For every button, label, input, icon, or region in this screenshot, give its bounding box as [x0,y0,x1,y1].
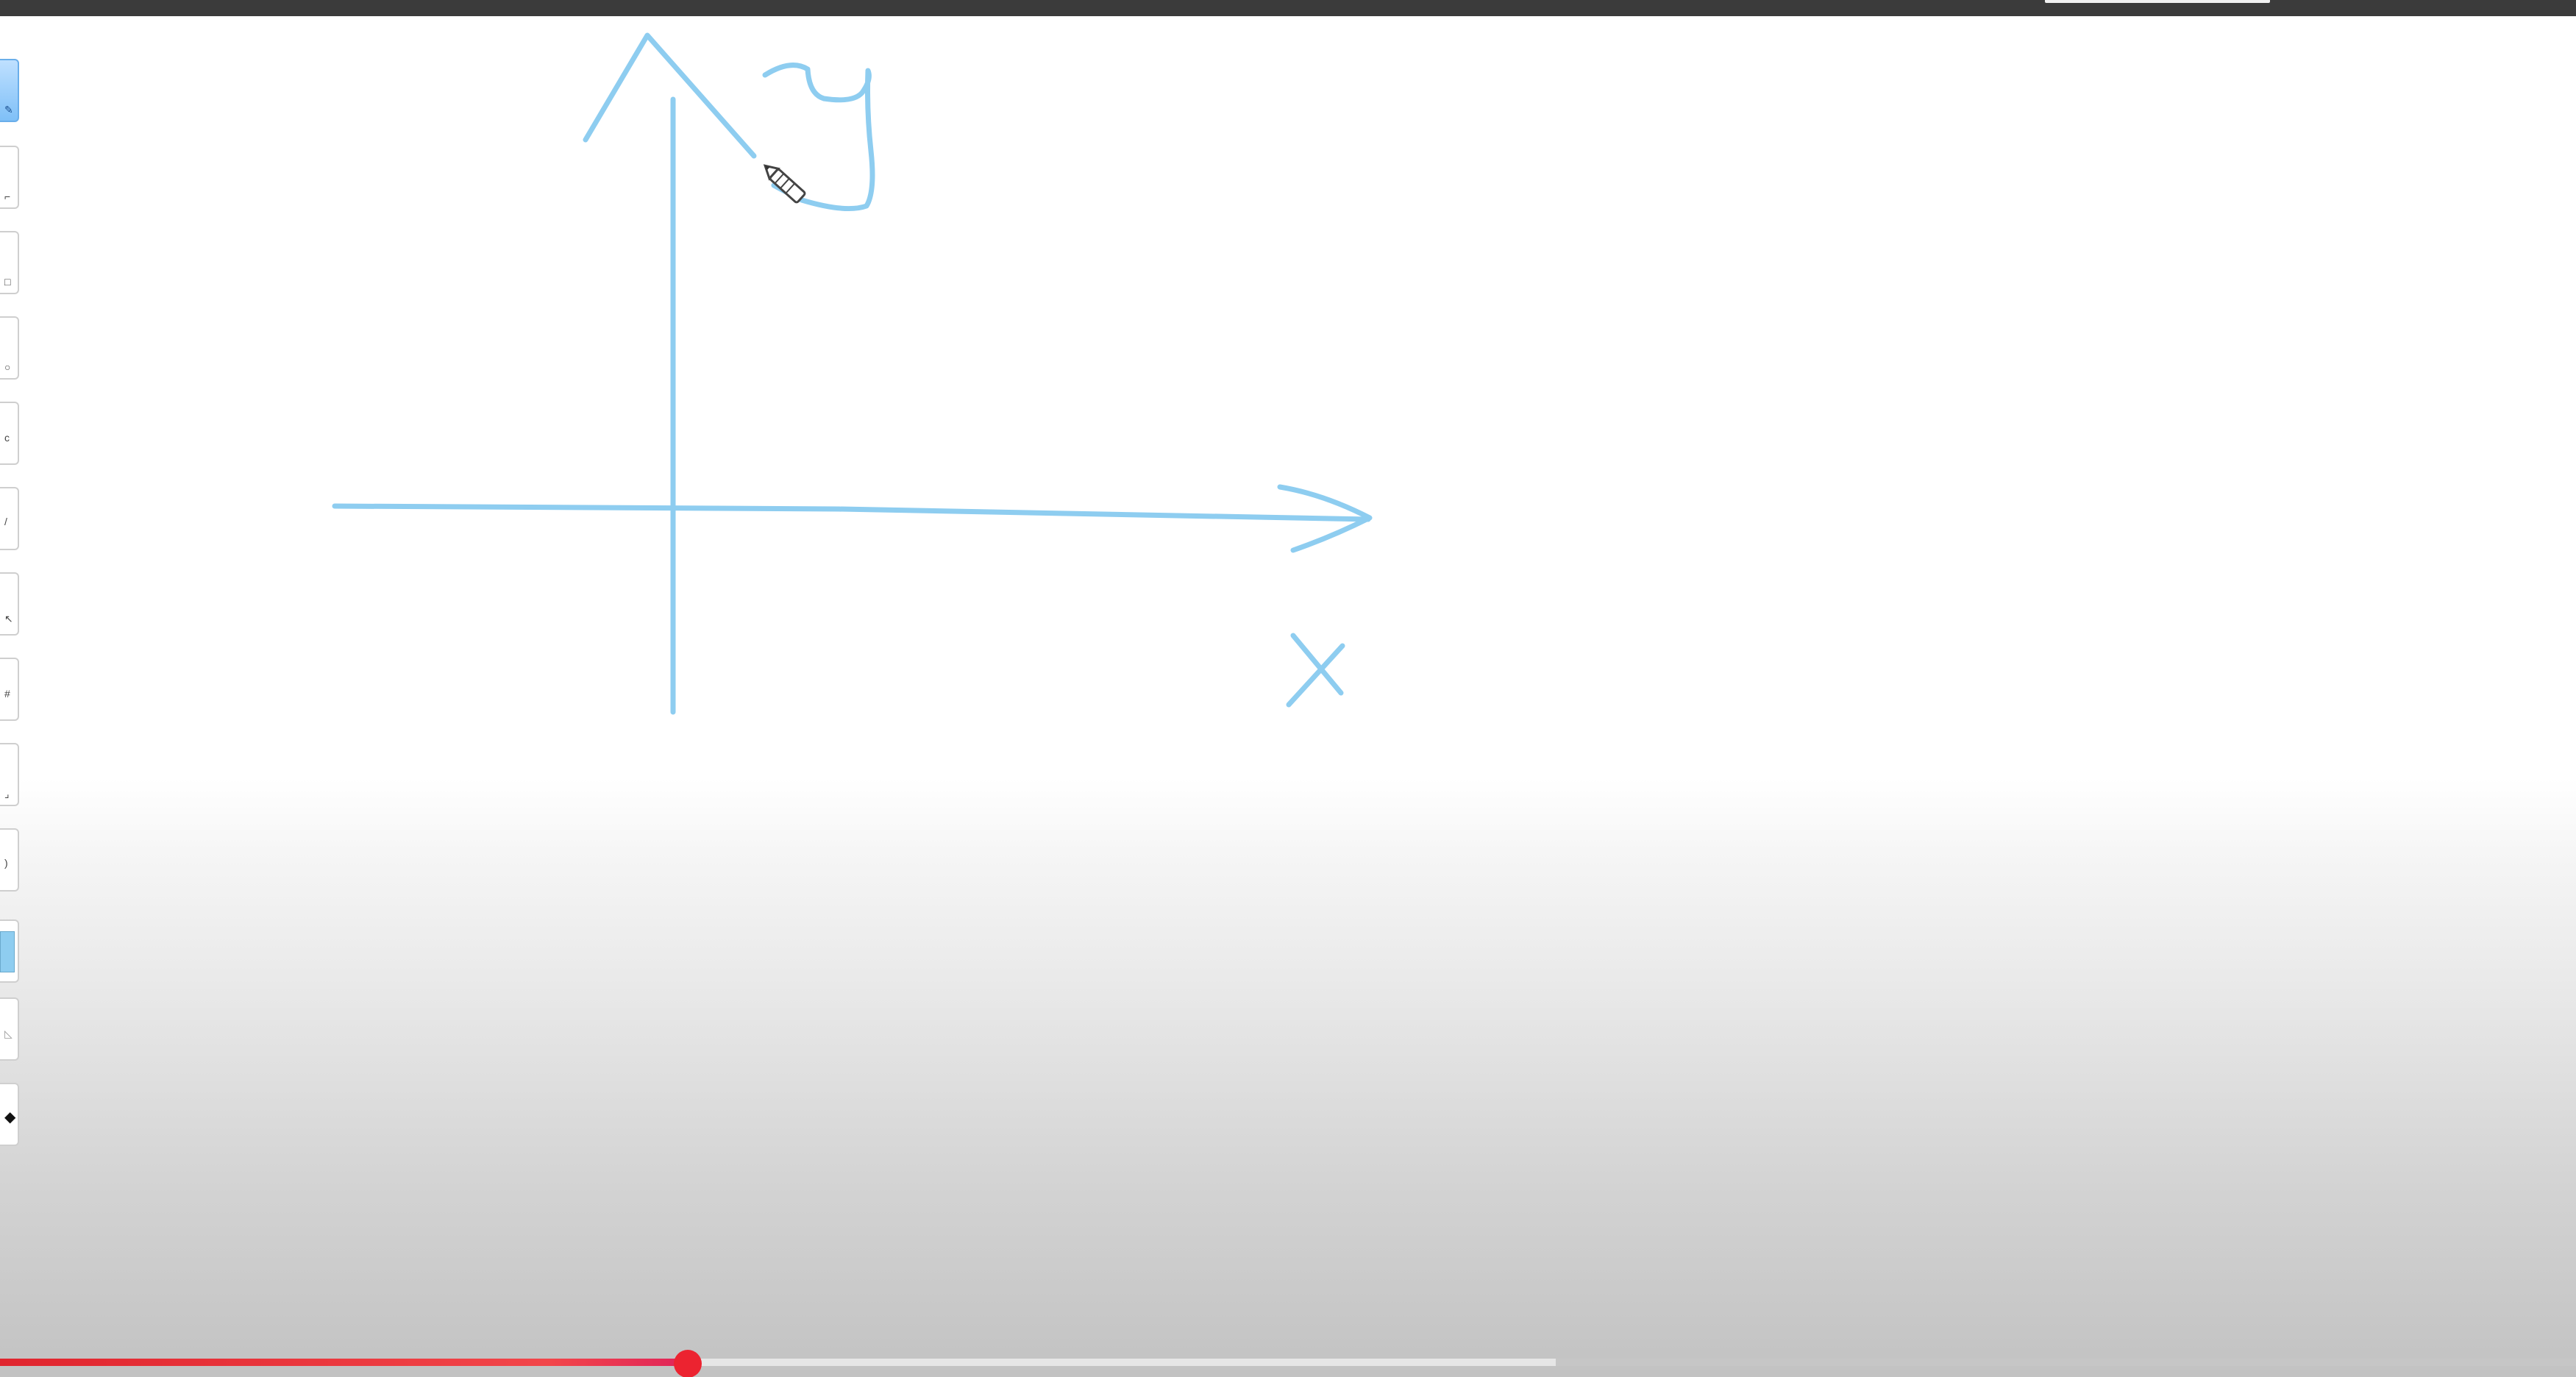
left-toolbar: ✎ ⌐ □ ○ c / ↖ # ⌟ ) ◺ [0,59,24,1162]
text-icon: c [4,432,10,444]
title-bar [0,0,2576,16]
x-axis-arrowhead [1277,484,1373,553]
fill-icon: ◆ [4,1109,16,1125]
pen-icon: ✎ [4,104,13,115]
color-swatch-button[interactable] [0,919,19,983]
whiteboard-canvas[interactable] [0,16,2576,1377]
x-label-stroke-1 [1290,633,1344,696]
x-label-stroke-2 [1286,643,1345,708]
pen-tool-button[interactable]: ✎ [0,59,19,122]
video-progress-bar[interactable] [0,1350,2576,1377]
ellipse-icon: ○ [4,361,11,373]
line-tool-button[interactable]: ⌐ [0,146,19,209]
highlighter-tool-button[interactable]: / [0,487,19,550]
eraser-tool-button[interactable]: ◺ [0,997,19,1061]
rectangle-tool-button[interactable]: □ [0,231,19,294]
grid-tool-button[interactable]: # [0,658,19,721]
x-axis-line [332,503,1371,522]
lasso-tool-button[interactable]: ) [0,828,19,892]
video-played-range [0,1359,689,1366]
video-buffered-range [0,1359,1556,1366]
highlighter-icon: / [4,516,7,527]
grid-icon: # [4,688,10,700]
lasso-icon: ) [4,857,8,869]
text-tool-button[interactable]: c [0,402,19,465]
title-bar-control[interactable] [2045,0,2270,3]
y-axis-arrowhead [583,32,757,159]
color-swatch-icon [0,931,15,972]
ellipse-tool-button[interactable]: ○ [0,316,19,380]
y-label-glyph [762,63,875,212]
line-icon: ⌐ [4,191,11,202]
crop-tool-button[interactable]: ⌟ [0,743,19,806]
video-scrubber-handle[interactable] [674,1350,702,1377]
pointer-icon: ↖ [4,613,13,625]
pencil-cursor-icon [763,164,806,204]
eraser-icon: ◺ [4,1028,13,1039]
fill-tool-button[interactable]: ◆ [0,1083,19,1146]
rectangle-icon: □ [4,276,11,288]
pointer-tool-button[interactable]: ↖ [0,572,19,636]
crop-icon: ⌟ [4,788,10,800]
